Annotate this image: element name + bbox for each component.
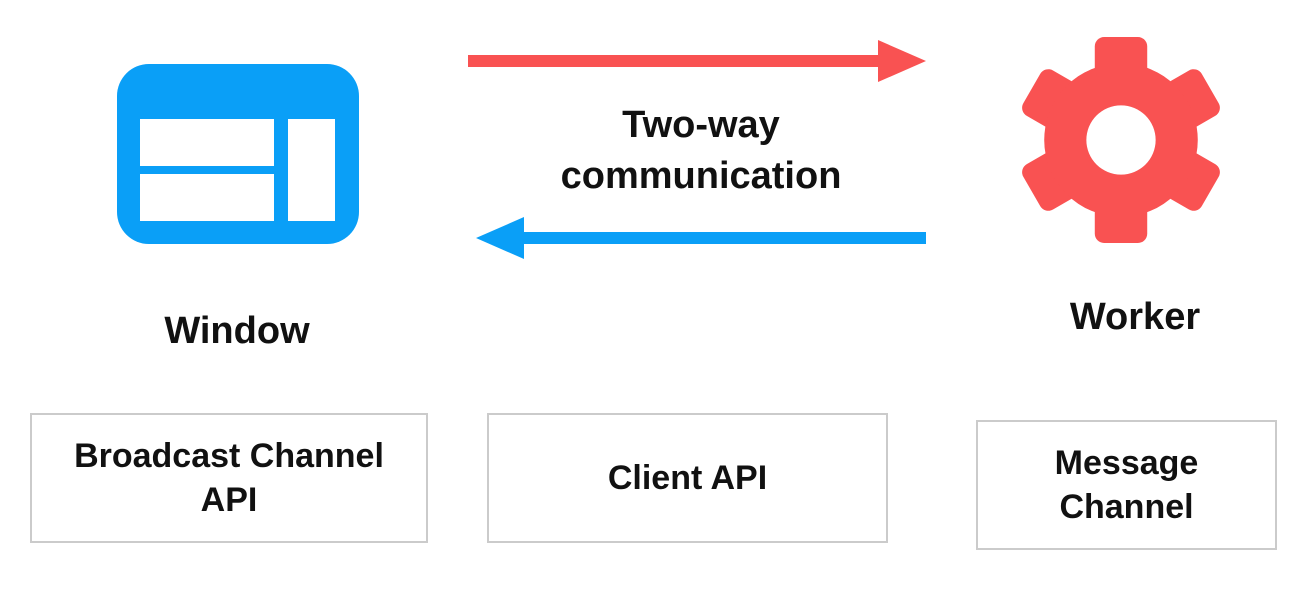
browser-window-icon [117, 64, 359, 244]
two-way-communication-label: Two-way communication [560, 104, 842, 197]
api-box-message-channel: Message Channel [976, 420, 1277, 550]
browser-window-pane-right [288, 119, 335, 221]
api-box-broadcast-channel: Broadcast Channel API [30, 413, 428, 543]
browser-window-pane-top-left [140, 119, 274, 166]
window-to-worker-arrow-icon [468, 40, 926, 82]
api-box-broadcast-channel-label: Broadcast Channel API [74, 436, 384, 519]
api-box-client: Client API [487, 413, 888, 543]
window-label: Window [164, 310, 310, 352]
api-box-client-label: Client API [607, 458, 768, 497]
api-box-message-channel-label: Message Channel [1054, 443, 1199, 526]
worker-label: Worker [1069, 296, 1201, 338]
gear-icon [1018, 32, 1224, 248]
gear-center-hole [1086, 105, 1156, 175]
worker-to-window-arrow-icon [476, 217, 926, 259]
browser-window-pane-bottom-left [140, 174, 274, 221]
